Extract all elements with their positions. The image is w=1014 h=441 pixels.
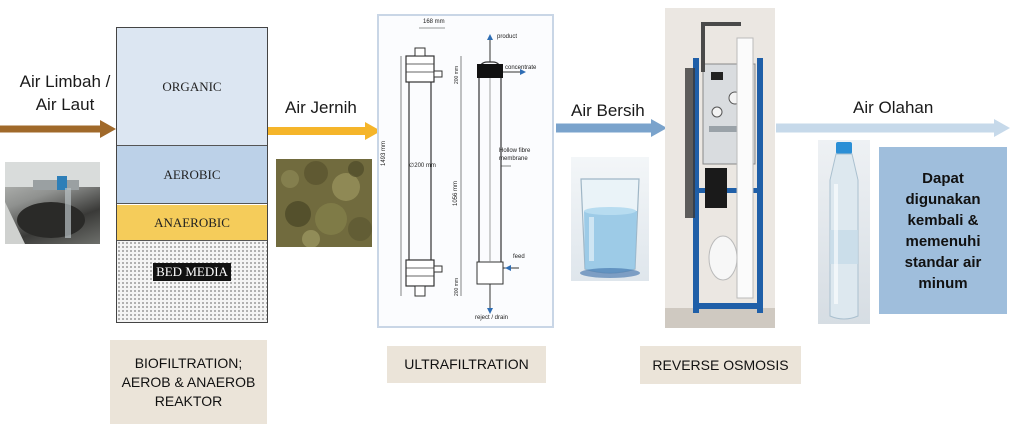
uf-dim-top: 168 mm	[423, 19, 445, 25]
uf-label-feed: feed	[513, 254, 525, 260]
uf-label-product: product	[497, 34, 518, 40]
uf-dim-total: 1493 mm	[381, 140, 387, 166]
label-air-olahan: Air Olahan	[853, 98, 934, 117]
stage-reverse-osmosis: REVERSE OSMOSIS	[640, 346, 801, 384]
layer-bed-media: BED MEDIA	[117, 241, 267, 322]
clear-water-photo	[276, 159, 372, 247]
ro-machine-photo	[665, 8, 775, 328]
result-text: Dapat digunakan kembali & memenuhi stand…	[904, 169, 982, 292]
layer-organic: ORGANIC	[117, 28, 267, 146]
layer-anaerobic: ANAEROBIC	[117, 204, 267, 241]
uf-dim-cap-bottom: 200 mm	[454, 277, 460, 296]
beaker-photo	[571, 157, 649, 281]
uf-label-reject: reject / drain	[475, 315, 509, 321]
uf-drawing	[400, 27, 526, 314]
uf-diagram: 168 mm 1493 mm ∅200 mm 1056 mm 200 mm 20…	[377, 14, 554, 328]
water-bottle-photo	[818, 140, 870, 324]
arrow-after-ro	[776, 118, 1010, 138]
uf-label-concentrate: concentrate	[505, 65, 537, 71]
arrow-input	[0, 119, 116, 139]
uf-dim-diameter: ∅200 mm	[409, 163, 436, 169]
arrow-after-bio	[268, 121, 381, 141]
uf-dim-cap-top: 200 mm	[454, 65, 460, 84]
stage-ultrafiltration: ULTRAFILTRATION	[387, 346, 546, 383]
label-air-limbah: Air Limbah / Air Laut	[19, 72, 111, 114]
layer-aerobic: AEROBIC	[117, 146, 267, 204]
biofiltration-reactor: ORGANIC AEROBIC ANAEROBIC BED MEDIA	[116, 27, 268, 323]
label-air-jernih: Air Jernih	[285, 98, 357, 117]
wastewater-photo	[5, 162, 100, 244]
result-box: Dapat digunakan kembali & memenuhi stand…	[879, 147, 1007, 314]
bed-media-text: BED MEDIA	[153, 263, 231, 281]
stage-biofiltration: BIOFILTRATION; AEROB & ANAEROB REAKTOR	[110, 340, 267, 424]
arrow-after-uf	[556, 118, 667, 138]
uf-dim-inner: 1056 mm	[453, 180, 459, 206]
uf-label-hollow-fibre: Hollow fibre membrane	[499, 148, 531, 162]
label-air-bersih: Air Bersih	[571, 101, 645, 120]
